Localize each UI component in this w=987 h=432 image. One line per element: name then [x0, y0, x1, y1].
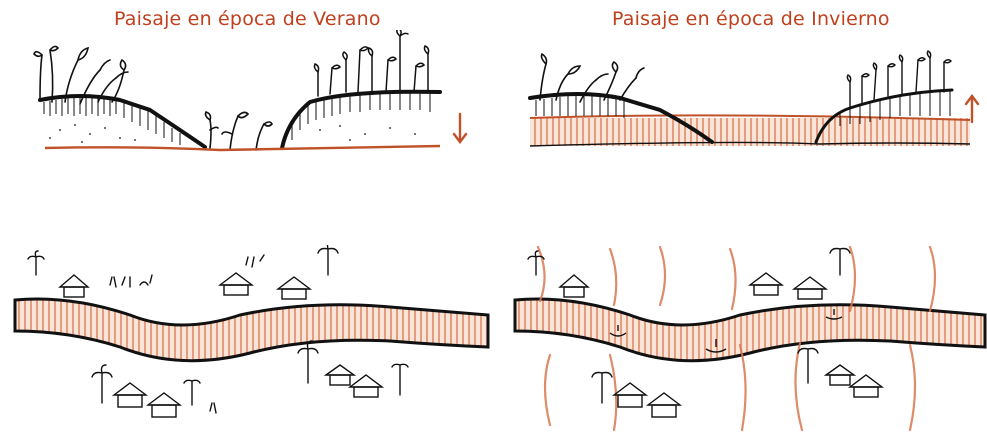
right-bank-vegetation	[846, 50, 952, 109]
summer-river	[13, 297, 490, 363]
winter-title: Paisaje en época de Invierno	[612, 8, 890, 30]
north-bank-village	[527, 247, 851, 300]
left-bank	[528, 92, 714, 144]
winter-plan-view	[513, 245, 987, 432]
south-bank-village	[591, 347, 885, 418]
winter-cross-section	[528, 50, 980, 147]
riverbed-plants	[204, 111, 273, 151]
flood-channels	[536, 245, 937, 432]
right-bank	[814, 88, 954, 144]
winter-water-body	[530, 118, 970, 146]
right-bank-vegetation	[313, 30, 430, 97]
boat-icons	[609, 309, 843, 353]
summer-plan-view	[13, 245, 490, 418]
south-bank-village	[91, 364, 217, 418]
south-bank-village-2	[297, 340, 409, 398]
summer-title: Paisaje en época de Verano	[114, 8, 381, 30]
down-arrow-icon	[452, 112, 468, 144]
north-bank-village-2	[217, 245, 339, 300]
right-bank	[280, 89, 442, 150]
left-bank	[38, 94, 207, 149]
winter-river	[513, 297, 987, 363]
summer-cross-section	[33, 30, 468, 152]
north-bank-village	[27, 250, 153, 298]
up-arrow-icon	[964, 94, 980, 124]
summer-water-line	[44, 144, 441, 152]
